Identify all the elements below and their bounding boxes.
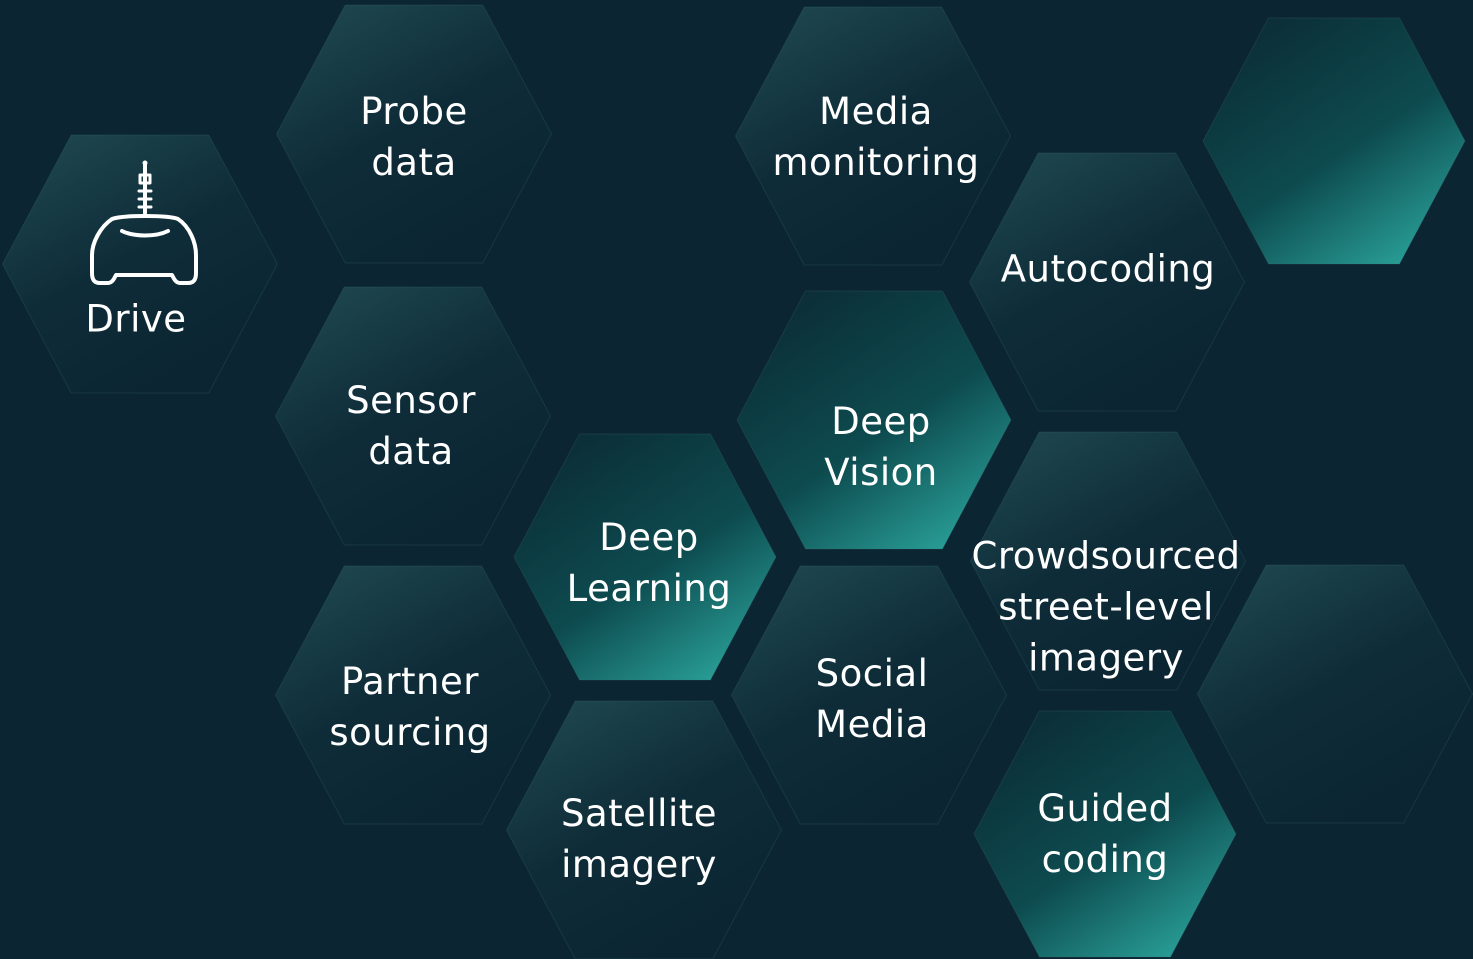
node-label-line: Guided: [1037, 787, 1173, 830]
node-label-crowdsourced-imagery: Crowdsourced street-level imagery: [972, 531, 1241, 684]
node-label-line: Partner: [341, 660, 479, 703]
node-label-line: Crowdsourced: [971, 534, 1241, 578]
hexagon-blank-top-right: [1202, 17, 1466, 265]
hexagon-probe-data: [275, 4, 553, 264]
node-label-line: street-level: [998, 585, 1214, 629]
hexagon-media-monitoring: [734, 6, 1012, 266]
hexagon-social-media: [730, 565, 1008, 825]
node-label-line: Vision: [824, 451, 938, 494]
hexagon-satellite-imagery: [505, 700, 783, 959]
hexagon-partner-sourcing: [274, 565, 552, 825]
node-label-line: Drive: [85, 297, 187, 341]
car-drive-icon: [90, 160, 198, 285]
node-label-line: Learning: [566, 567, 732, 610]
node-label-line: Social: [815, 652, 929, 695]
node-label-probe-data: Probe data: [360, 86, 467, 188]
node-label-line: Sensor: [346, 379, 476, 422]
node-label-line: Satellite: [560, 792, 718, 835]
node-label-guided-coding: Guided coding: [1037, 783, 1172, 885]
hexagon-drive: [1, 134, 279, 394]
node-label-line: Probe: [360, 90, 468, 133]
node-label-media-monitoring: Media monitoring: [773, 86, 980, 188]
node-label-line: monitoring: [772, 141, 980, 184]
hexagon-deep-learning: [513, 433, 777, 681]
node-label-line: imagery: [1028, 636, 1184, 680]
hexagon-autocoding: [968, 152, 1246, 412]
hexagon-deep-vision: [736, 290, 1012, 550]
node-label-line: data: [368, 430, 454, 473]
node-label-line: Media: [815, 703, 929, 746]
node-label-satellite-imagery: Satellite imagery: [561, 788, 717, 890]
node-label-line: data: [371, 141, 457, 184]
node-label-line: Media: [819, 90, 933, 133]
node-label-line: Autocoding: [1000, 247, 1216, 291]
node-label-line: sourcing: [329, 711, 491, 754]
node-label-autocoding: Autocoding: [1001, 244, 1216, 295]
node-label-line: imagery: [561, 843, 717, 886]
node-label-drive: Drive: [85, 294, 186, 345]
hexagon-guided-coding: [973, 710, 1237, 958]
node-label-sensor-data: Sensor data: [346, 375, 476, 477]
hexagon-sensor-data: [274, 286, 552, 546]
node-label-line: Deep: [599, 516, 699, 559]
hexagon-crowdsourced-imagery: [969, 431, 1247, 691]
node-label-line: coding: [1041, 838, 1169, 881]
node-label-line: Deep: [831, 400, 931, 443]
node-label-partner-sourcing: Partner sourcing: [329, 656, 490, 758]
